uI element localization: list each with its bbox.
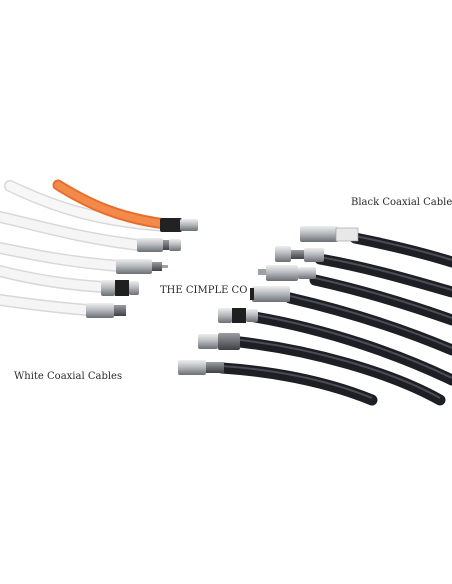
white-side-connectors xyxy=(86,218,198,318)
black-cable xyxy=(284,292,452,356)
black-coaxial-cables-label: Black Coaxial Cables xyxy=(351,197,452,208)
connector xyxy=(275,246,324,262)
black-cable xyxy=(309,274,452,326)
black-cable xyxy=(234,336,446,406)
black-cable xyxy=(314,253,452,298)
connector xyxy=(218,308,258,323)
black-cable xyxy=(349,232,452,268)
black-cable-group xyxy=(216,232,452,406)
connector xyxy=(86,303,126,318)
connector xyxy=(300,226,359,242)
connector xyxy=(178,360,224,375)
connector xyxy=(198,333,240,350)
black-cable xyxy=(216,362,378,406)
black-cable xyxy=(249,311,452,386)
connector xyxy=(160,218,198,232)
connector xyxy=(101,280,139,296)
white-coaxial-cables-label: White Coaxial Cables xyxy=(14,371,123,382)
connector xyxy=(137,238,181,252)
connector xyxy=(116,259,168,274)
black-side-connectors xyxy=(178,226,359,375)
connector xyxy=(258,265,316,281)
brand-label: THE CIMPLE CO xyxy=(160,285,248,296)
connector xyxy=(250,286,290,302)
